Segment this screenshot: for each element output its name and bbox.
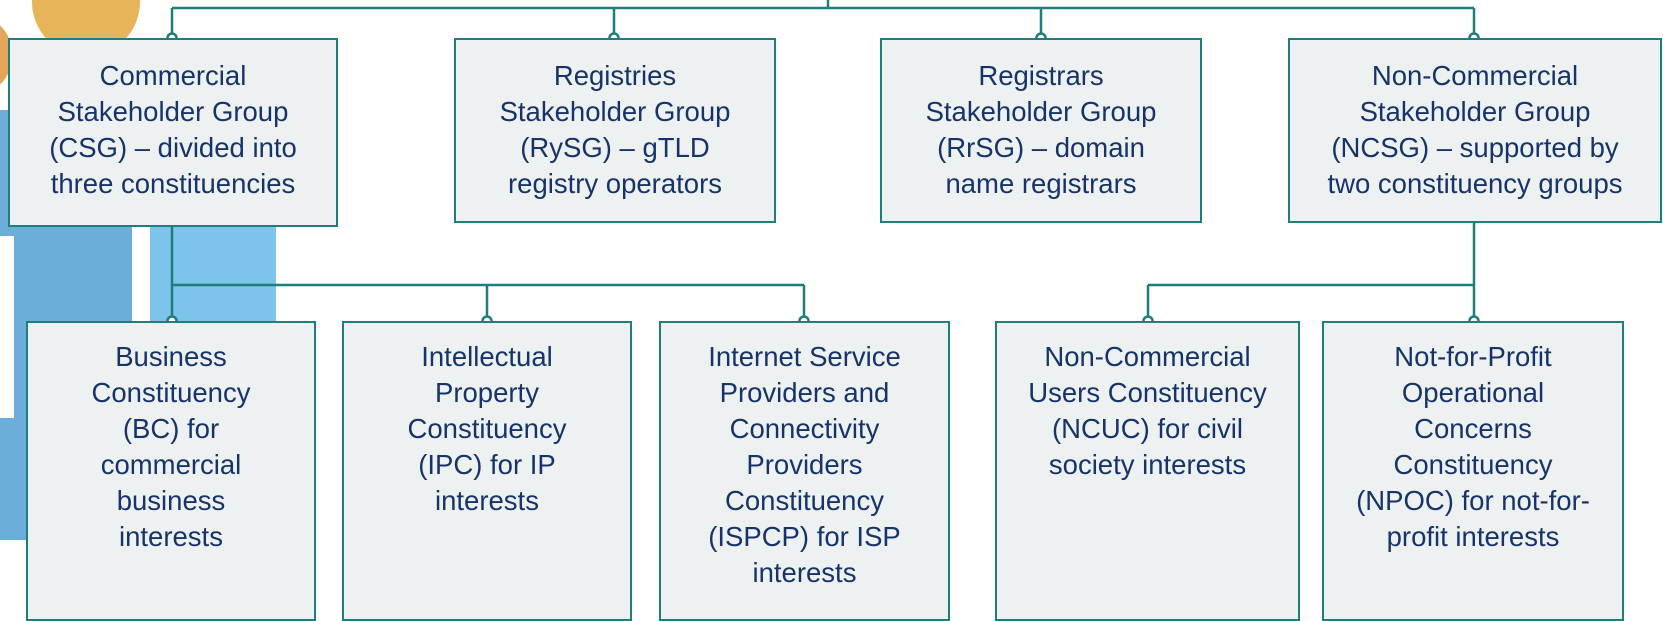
node-bc: Business Constituency (BC) for commercia… (26, 321, 316, 621)
node-label: Business Constituency (BC) for commercia… (91, 341, 251, 552)
node-label: Non-Commercial Stakeholder Group (NCSG) … (1327, 60, 1623, 199)
node-rrsg: Registrars Stakeholder Group (RrSG) – do… (880, 38, 1202, 223)
node-label: Registrars Stakeholder Group (RrSG) – do… (925, 60, 1157, 199)
node-ipc: Intellectual Property Constituency (IPC)… (342, 321, 632, 621)
node-label: Registries Stakeholder Group (RySG) – gT… (499, 60, 731, 199)
node-label: Not-for-Profit Operational Concerns Cons… (1356, 341, 1590, 552)
node-label: Intellectual Property Constituency (IPC)… (407, 341, 567, 516)
node-label: Commercial Stakeholder Group (CSG) – div… (49, 60, 297, 199)
decorative-white-panel (0, 236, 14, 418)
node-csg: Commercial Stakeholder Group (CSG) – div… (8, 38, 338, 227)
node-rysg: Registries Stakeholder Group (RySG) – gT… (454, 38, 776, 223)
node-ispcp: Internet Service Providers and Connectiv… (659, 321, 950, 621)
node-npoc: Not-for-Profit Operational Concerns Cons… (1322, 321, 1624, 621)
node-ncsg: Non-Commercial Stakeholder Group (NCSG) … (1288, 38, 1662, 223)
node-label: Non-Commercial Users Constituency (NCUC)… (1028, 341, 1267, 480)
node-label: Internet Service Providers and Connectiv… (708, 341, 901, 588)
node-ncuc: Non-Commercial Users Constituency (NCUC)… (995, 321, 1300, 621)
